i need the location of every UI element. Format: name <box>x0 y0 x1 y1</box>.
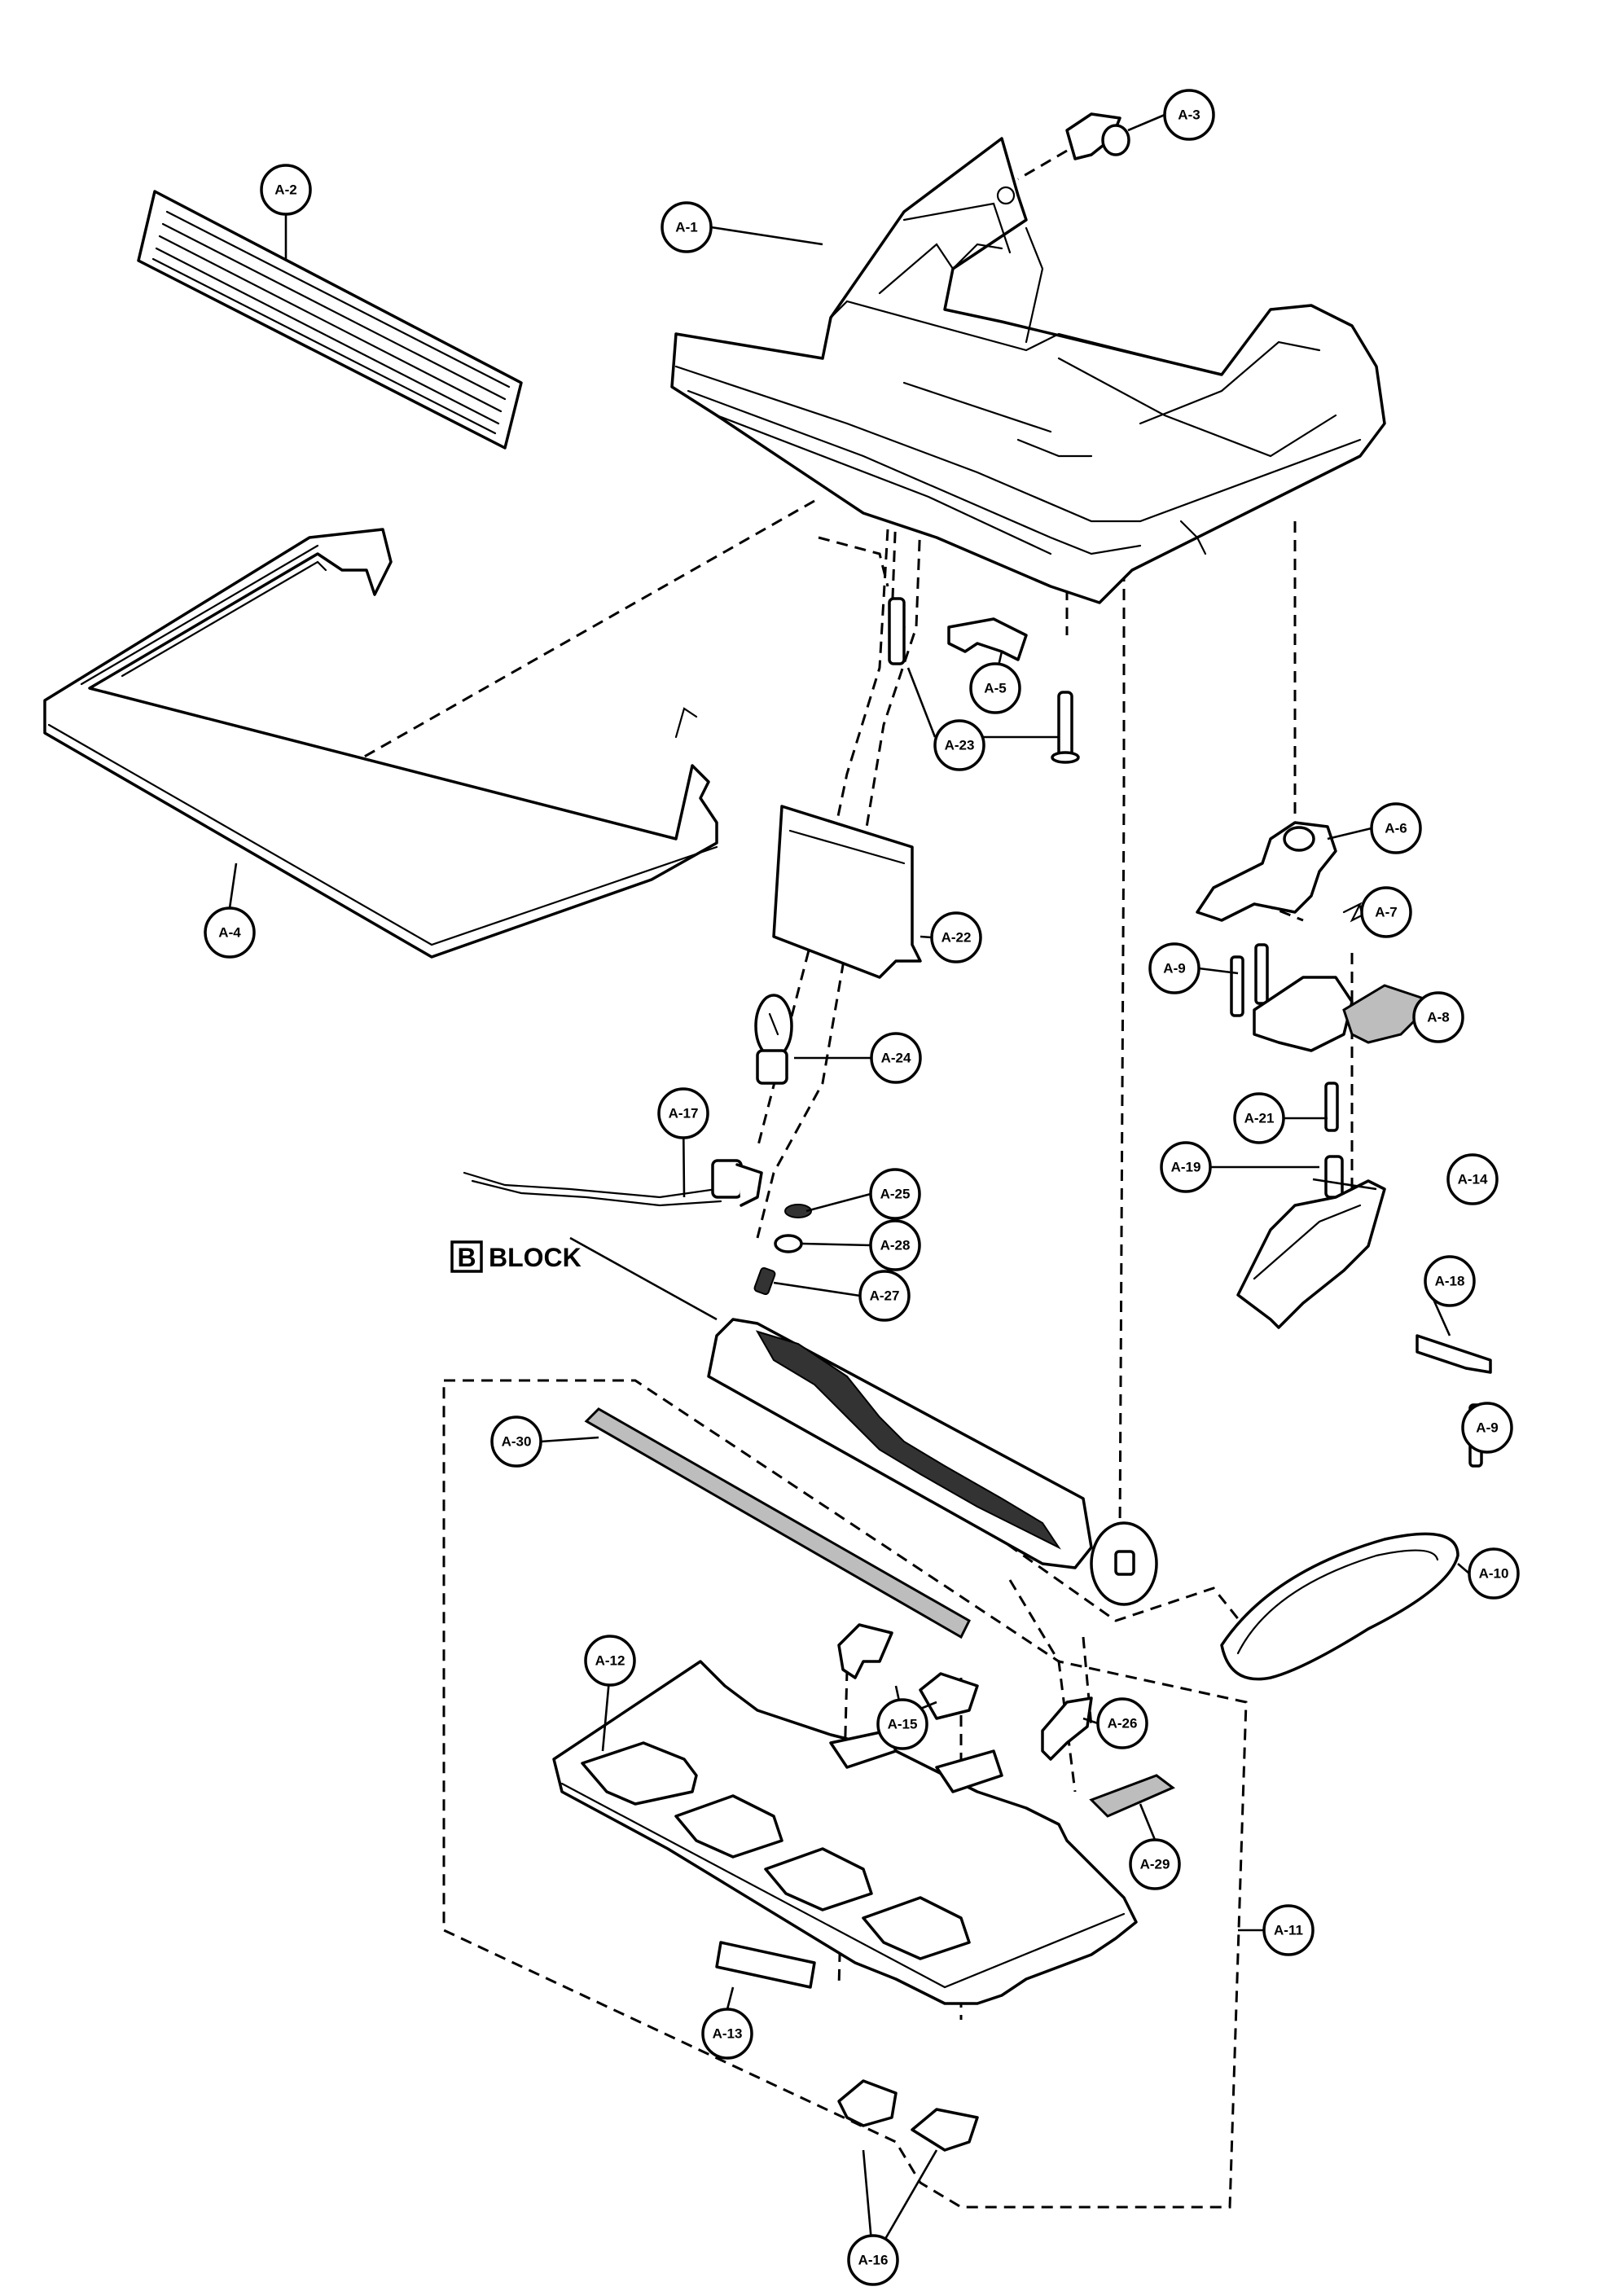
callout-a18: A-18 <box>1424 1255 1476 1307</box>
svg-text:A-29: A-29 <box>1140 1857 1170 1872</box>
part-knob <box>1017 112 1130 181</box>
svg-text:A-17: A-17 <box>669 1106 699 1121</box>
svg-text:A-27: A-27 <box>870 1288 900 1304</box>
callout-a9-upper: A-9 <box>1148 942 1200 994</box>
svg-text:A-11: A-11 <box>1274 1923 1303 1938</box>
callout-a17: A-17 <box>657 1087 709 1139</box>
part-bulb <box>754 994 793 1085</box>
callout-a25: A-25 <box>869 1168 921 1220</box>
part-strip <box>584 1407 971 1639</box>
callout-a8: A-8 <box>1412 991 1464 1043</box>
svg-text:A-7: A-7 <box>1375 905 1397 920</box>
part-screws-clip <box>888 597 1080 764</box>
callout-a13: A-13 <box>701 2008 753 2060</box>
callout-a10: A-10 <box>1468 1547 1520 1600</box>
svg-text:A-9: A-9 <box>1163 961 1185 977</box>
svg-text:A-19: A-19 <box>1171 1160 1201 1175</box>
part-housing <box>670 137 1386 604</box>
callout-a14: A-14 <box>1446 1153 1499 1205</box>
part-lever <box>1236 1179 1386 1329</box>
svg-text:A-4: A-4 <box>218 925 241 941</box>
svg-text:A-16: A-16 <box>858 2253 889 2268</box>
svg-text:A-10: A-10 <box>1479 1566 1509 1582</box>
svg-text:A-5: A-5 <box>984 681 1006 696</box>
svg-text:A-23: A-23 <box>945 738 975 753</box>
callout-a1: A-1 <box>661 201 713 253</box>
callout-a6: A-6 <box>1370 802 1422 854</box>
svg-text:A-30: A-30 <box>502 1434 532 1450</box>
svg-text:A-15: A-15 <box>888 1717 918 1732</box>
svg-text:A-14: A-14 <box>1458 1172 1488 1187</box>
callout-a7: A-7 <box>1360 886 1412 938</box>
callout-a27: A-27 <box>858 1270 911 1322</box>
callout-a16: A-16 <box>847 2234 899 2286</box>
callout-a11: A-11 <box>1262 1904 1315 1956</box>
svg-text:A-21: A-21 <box>1244 1111 1275 1126</box>
callout-a9-lower: A-9 <box>1461 1402 1513 1454</box>
callout-a22: A-22 <box>930 911 982 963</box>
part-lamp-cover <box>772 805 922 979</box>
svg-text:A-6: A-6 <box>1385 821 1407 836</box>
part-bumper-frame <box>43 528 718 959</box>
callout-a24: A-24 <box>870 1032 922 1084</box>
part-bottom-clips <box>837 2079 979 2152</box>
part-bracket <box>1041 1696 1093 1761</box>
svg-text:A-9: A-9 <box>1476 1420 1498 1436</box>
part-pedal-assembly <box>1196 821 1436 1199</box>
svg-text:A-1: A-1 <box>675 220 697 235</box>
part-base-plate <box>552 1660 1138 2005</box>
callout-a19: A-19 <box>1160 1141 1212 1193</box>
part-socket-wire <box>463 1159 763 1207</box>
part-belt <box>1220 1532 1459 1681</box>
svg-text:A-22: A-22 <box>941 930 972 946</box>
callout-a30: A-30 <box>490 1415 542 1468</box>
block-letter-box <box>450 1240 483 1273</box>
callout-a12: A-12 <box>584 1635 636 1687</box>
block-label: B BLOCK <box>450 1240 582 1273</box>
part-small-fasteners <box>753 1204 812 1296</box>
callout-a28: A-28 <box>869 1219 921 1271</box>
part-brushroll <box>707 1318 1158 1606</box>
svg-text:A-24: A-24 <box>881 1051 911 1066</box>
callout-a2: A-2 <box>260 164 312 216</box>
svg-text:A-3: A-3 <box>1178 108 1200 123</box>
callout-a5: A-5 <box>969 662 1021 714</box>
callout-a21: A-21 <box>1233 1092 1285 1144</box>
callout-a26: A-26 <box>1096 1697 1148 1749</box>
callout-a23: A-23 <box>933 719 985 771</box>
part-pad <box>1089 1774 1175 1818</box>
callout-a3: A-3 <box>1163 89 1215 141</box>
callout-a29: A-29 <box>1129 1838 1181 1890</box>
svg-text:A-8: A-8 <box>1427 1010 1449 1025</box>
part-top-grille <box>137 190 523 450</box>
callouts: A-1 A-2 A-3 A-4 A-5 A-6 A-7 A-8 A-9 A-9 … <box>204 89 1520 2286</box>
svg-text:A-13: A-13 <box>713 2026 743 2042</box>
block-text: BLOCK <box>489 1243 582 1272</box>
svg-text:A-25: A-25 <box>880 1187 911 1202</box>
svg-text:A-2: A-2 <box>274 182 296 198</box>
callout-a4: A-4 <box>204 906 256 959</box>
svg-text:A-26: A-26 <box>1108 1716 1138 1731</box>
block-letter: B <box>457 1243 476 1272</box>
callout-a15: A-15 <box>876 1698 928 1750</box>
svg-text:A-28: A-28 <box>880 1238 911 1253</box>
svg-text:A-12: A-12 <box>595 1653 625 1669</box>
part-clips <box>837 1623 979 1720</box>
part-label <box>715 1941 816 1989</box>
svg-text:A-18: A-18 <box>1435 1274 1465 1289</box>
